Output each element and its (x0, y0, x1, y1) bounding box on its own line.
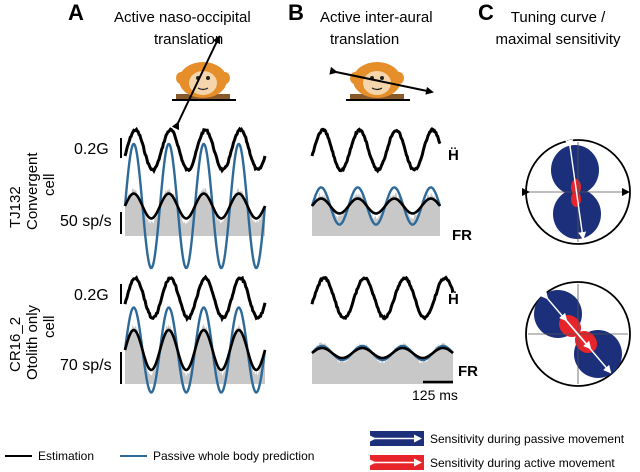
row2-cell-type-line2: cell (41, 315, 58, 338)
estimation-trace (310, 197, 442, 215)
row1-accel-scale-label: 0.2G (74, 141, 109, 158)
row2-cell-id: CR16_2 (7, 317, 24, 372)
row1-fr-axis-label: FR (452, 227, 472, 244)
panel-a-title-line1: Active naso-occipital (114, 9, 251, 26)
row1-fr-scale-label: 50 sp/s (60, 213, 112, 230)
estimation-trace (123, 328, 267, 372)
estimation-trace (123, 192, 267, 220)
firing-rate-area (312, 192, 440, 236)
monkey-b-illustration (329, 62, 434, 101)
legend-estimation-label: Estimation (38, 449, 94, 463)
panel-a-row2-traces (123, 274, 267, 394)
tuning-curve-row2 (525, 281, 631, 387)
panel-b-row1-traces (310, 127, 442, 236)
row2-accel-scale-label: 0.2G (74, 287, 109, 304)
time-scale-label: 125 ms (412, 387, 458, 403)
row2-cell-type-line1: Otolith only (24, 304, 41, 380)
estimation-trace (311, 346, 454, 360)
legend-passive-prediction-label: Passive whole body prediction (153, 449, 314, 463)
stimulus-acceleration-trace (123, 274, 267, 323)
panel-b-letter: B (288, 0, 304, 25)
row2-fr-axis-label: FR (458, 363, 478, 380)
row2-fr-scale-label: 70 sp/s (60, 357, 112, 374)
panel-c-letter: C (478, 0, 494, 25)
row1-accel-axis-label: Ḧ (448, 147, 459, 164)
row1-cell-type-line2: cell (41, 173, 58, 196)
legend-passive-sensitivity-label: Sensitivity during passive movement (430, 432, 625, 446)
firing-rate-area (312, 341, 453, 384)
legend-right: Sensitivity during passive movement Sens… (368, 431, 625, 470)
panel-b-title-line2: translation (330, 31, 399, 48)
monkey-a-illustration (171, 35, 236, 131)
tuning-curve-row1 (522, 139, 631, 245)
panel-c-title-line1: Tuning curve / (511, 9, 606, 26)
panel-b-title-line1: Active inter-aural (320, 9, 433, 26)
panel-a-title-line2: translation (154, 31, 223, 48)
passive-prediction-trace (310, 186, 442, 226)
stimulus-acceleration-trace (310, 275, 455, 321)
panel-a-letter: A (68, 0, 84, 25)
stimulus-acceleration-trace (310, 127, 442, 174)
panel-b-row2-traces (310, 275, 455, 384)
row1-cell-id: TJ132 (7, 186, 24, 228)
row2-accel-axis-label: Ḧ (448, 291, 459, 308)
legend-active-sensitivity-label: Sensitivity during active movement (430, 456, 615, 470)
panel-a-row1-traces (123, 126, 267, 270)
panel-c-title-line2: maximal sensitivity (495, 31, 621, 48)
row1-cell-type-line1: Convergent (24, 152, 41, 230)
legend-left: Estimation Passive whole body prediction (5, 449, 314, 463)
stimulus-acceleration-trace (123, 126, 267, 175)
